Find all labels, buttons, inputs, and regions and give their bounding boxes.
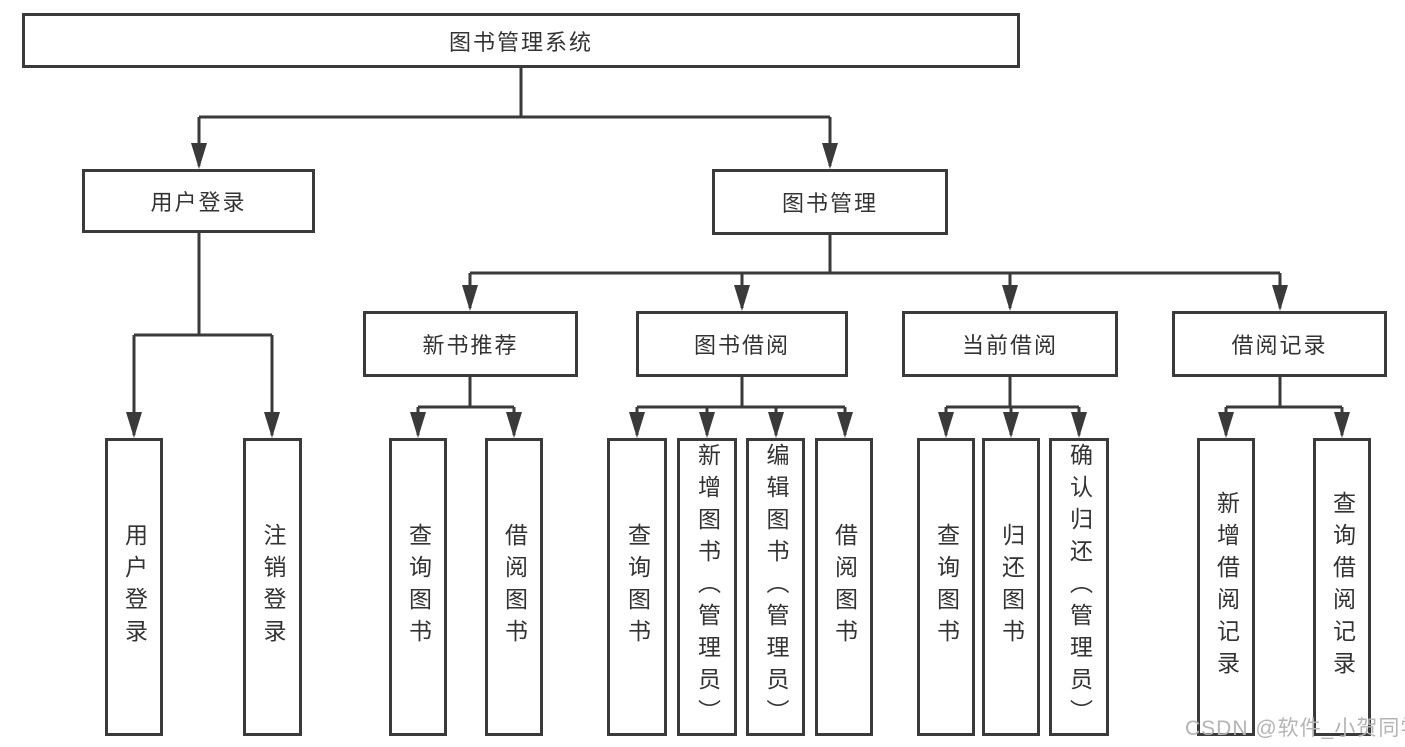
node-new-book-recommend-label: 新书推荐: [422, 333, 519, 358]
node-add-books-admin-label: 新增图书（管理员）: [694, 443, 721, 731]
node-book-management-label: 图书管理: [781, 191, 878, 216]
node-current-borrow: 当前借阅: [902, 311, 1118, 377]
node-user-login: 用户登录: [82, 169, 315, 233]
node-query-borrow-record: 查询借阅记录: [1313, 438, 1371, 736]
watermark: CSDN @软件_小贺同学: [1185, 717, 1405, 740]
node-query-books-recommend: 查询图书: [389, 438, 447, 736]
node-logout: 注销登录: [243, 438, 302, 736]
node-current-borrow-label: 当前借阅: [961, 333, 1058, 358]
node-borrow-books-borrow-label: 借阅图书: [831, 523, 858, 651]
node-return-books-label: 归还图书: [998, 523, 1025, 651]
node-query-books-borrow-label: 查询图书: [624, 523, 651, 651]
node-borrow-books-recommend: 借阅图书: [485, 438, 543, 736]
node-book-borrow-label: 图书借阅: [693, 333, 790, 358]
node-query-books-borrow: 查询图书: [607, 438, 667, 736]
node-add-books-admin: 新增图书（管理员）: [677, 438, 737, 736]
node-add-borrow-record: 新增借阅记录: [1197, 438, 1255, 736]
node-edit-books-admin: 编辑图书（管理员）: [746, 438, 805, 736]
node-user-login-leaf-label: 用户登录: [121, 523, 148, 651]
node-logout-label: 注销登录: [260, 523, 286, 651]
node-return-books: 归还图书: [982, 438, 1040, 736]
node-query-books-recommend-label: 查询图书: [405, 523, 432, 651]
node-borrow-books-borrow: 借阅图书: [815, 438, 873, 736]
node-new-book-recommend: 新书推荐: [363, 311, 578, 377]
node-query-books-current: 查询图书: [917, 438, 975, 736]
node-borrow-records-label: 借阅记录: [1231, 333, 1328, 358]
node-user-login-label: 用户登录: [150, 190, 247, 215]
node-add-borrow-record-label: 新增借阅记录: [1213, 491, 1240, 683]
node-edit-books-admin-label: 编辑图书（管理员）: [763, 443, 789, 731]
node-borrow-books-recommend-label: 借阅图书: [501, 523, 528, 651]
node-book-borrow: 图书借阅: [636, 311, 848, 377]
node-user-login-leaf: 用户登录: [105, 438, 163, 736]
node-query-borrow-record-label: 查询借阅记录: [1329, 491, 1356, 683]
node-query-books-current-label: 查询图书: [933, 523, 960, 651]
node-borrow-records: 借阅记录: [1172, 311, 1387, 377]
node-confirm-return-admin: 确认归还（管理员）: [1049, 438, 1109, 736]
node-root-label: 图书管理系统: [448, 29, 593, 55]
node-confirm-return-admin-label: 确认归还（管理员）: [1066, 443, 1093, 731]
node-book-management: 图书管理: [712, 169, 948, 235]
node-root: 图书管理系统: [22, 13, 1020, 68]
